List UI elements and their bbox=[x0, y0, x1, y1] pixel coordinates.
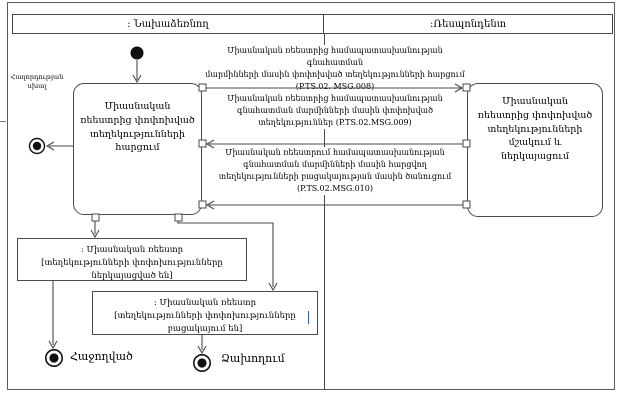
object-state-absent-overlay bbox=[92, 291, 318, 335]
error-final-label: Հաղորդության սխալ bbox=[10, 73, 64, 90]
message-notice-label: Միասնական ռեեստրում համապատասխանության գ… bbox=[203, 147, 467, 195]
activity-initiator-request: Միասնական ռեեստրից փոփոխված տեղեկություն… bbox=[73, 83, 202, 215]
object-state-submitted: : Միասնական ռեեստր [տեղեկությունների փոփ… bbox=[17, 238, 247, 281]
diagram-frame bbox=[7, 2, 615, 390]
margin-tick bbox=[0, 121, 6, 122]
success-final-label: Հաջողված bbox=[70, 350, 133, 363]
lane-header-initiator: : Նախաձեռնող bbox=[12, 14, 324, 34]
text-cursor bbox=[308, 311, 309, 324]
lane-divider bbox=[324, 33, 325, 390]
lane-header-initiator-label: : Նախաձեռնող bbox=[127, 18, 209, 30]
message-request-label: Միասնական ռեեստրից համապատասխանության գն… bbox=[203, 45, 467, 93]
activity-respondent-process: Միասնական ռեեստրից փոփոխված տեղեկություն… bbox=[467, 83, 603, 217]
failure-final-label: Ձախողում bbox=[221, 352, 285, 365]
lane-header-respondent: :Ռեսպոնդենտ bbox=[324, 14, 613, 34]
lane-header-respondent-label: :Ռեսպոնդենտ bbox=[429, 18, 507, 30]
message-response-label: Միասնական ռեեստրից համապատասխանության գն… bbox=[213, 93, 457, 129]
object-state-absent: : Միասնական ռեեստր [տեղեկությունների փոփ… bbox=[92, 291, 318, 335]
swimlane-header: : Նախաձեռնող :Ռեսպոնդենտ bbox=[12, 14, 613, 34]
